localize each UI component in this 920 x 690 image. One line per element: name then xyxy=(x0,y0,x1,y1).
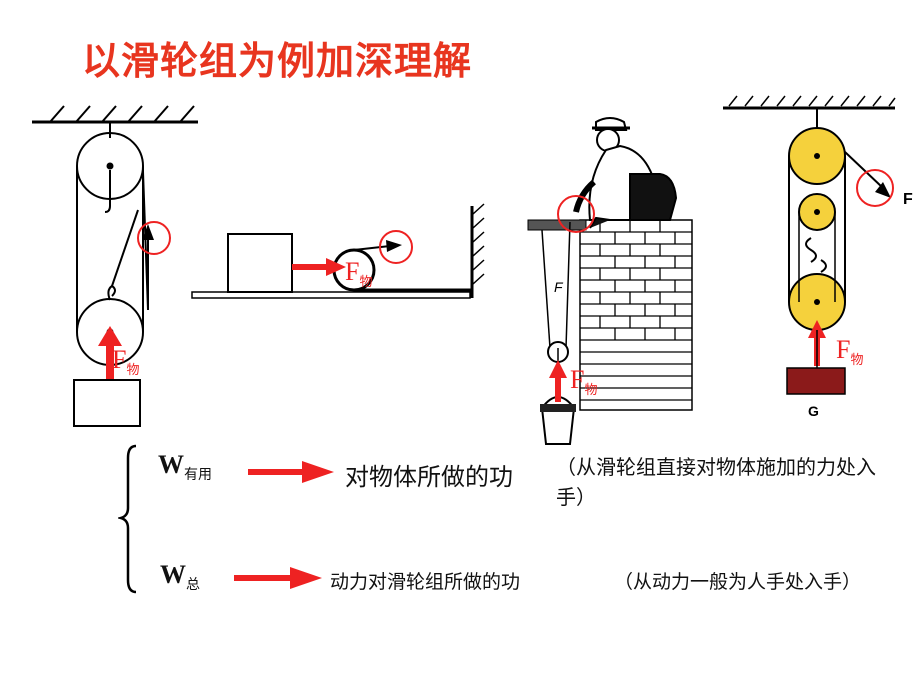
arrow-total xyxy=(234,567,322,589)
page-title: 以滑轮组为例加深理解 xyxy=(82,39,473,83)
w-useful-label: W有用 xyxy=(158,450,212,483)
force-label-middle: F物 xyxy=(345,257,373,290)
pulley-diagram-left xyxy=(32,105,198,427)
total-work-text: 动力对滑轮组所做的功 xyxy=(330,571,521,593)
rope-force-label: F xyxy=(554,279,564,295)
weight-label: G xyxy=(808,403,819,419)
force-label-left: F物 xyxy=(112,345,140,378)
w-total-label: W总 xyxy=(160,560,200,593)
horizontal-drag-diagram xyxy=(191,203,485,299)
total-work-note: （从动力一般为人手处入手） xyxy=(614,571,862,593)
pulley-force-label: F xyxy=(903,191,913,208)
arrow-useful xyxy=(248,461,334,483)
yellow-pulley-diagram: F G xyxy=(723,95,913,419)
force-label-bucket: F物 xyxy=(570,365,598,398)
man-bucket-diagram: F xyxy=(527,117,693,445)
left-brace xyxy=(118,444,137,594)
useful-work-text: 对物体所做的功 xyxy=(345,463,513,491)
useful-work-note: （从滑轮组直接对物体施加的力处入手） xyxy=(556,455,876,509)
force-label-right: F物 xyxy=(836,335,864,368)
